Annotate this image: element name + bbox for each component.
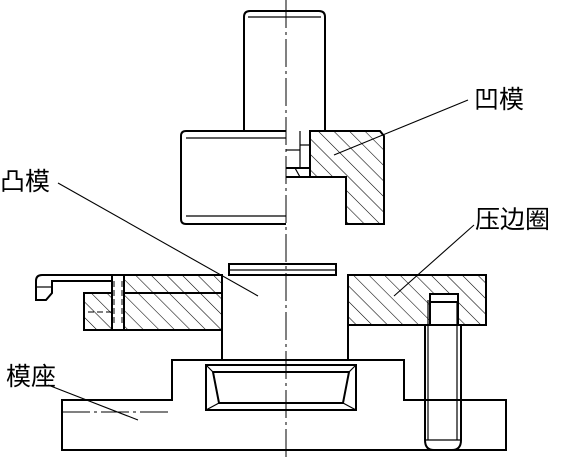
label-die: 凹模: [474, 85, 524, 114]
blank-holder: [35, 274, 487, 451]
leader-lines: [47, 99, 475, 421]
punch: [221, 263, 349, 361]
label-die-base: 模座: [6, 362, 56, 391]
upper-die: [180, 0, 385, 457]
die-base: [61, 359, 507, 451]
label-blank-holder: 压边圈: [475, 205, 550, 234]
label-punch: 凸模: [0, 167, 50, 196]
